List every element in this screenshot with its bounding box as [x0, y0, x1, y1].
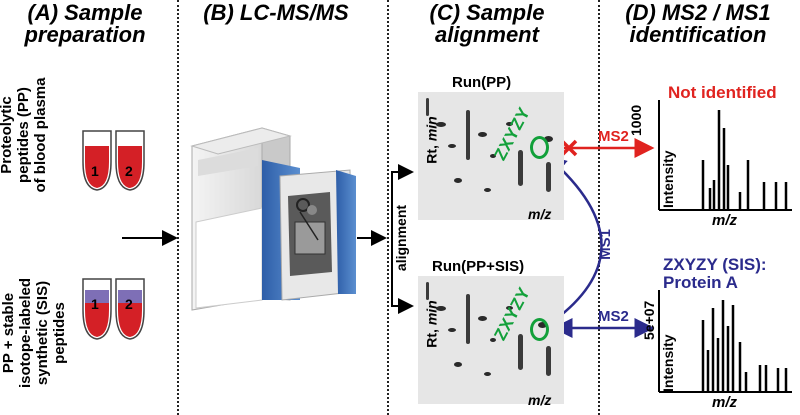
panel-a-title-line2: preparation: [24, 22, 146, 47]
panel-d-title: (D) MS2 / MS1 identification: [598, 2, 798, 46]
run-pp-rt-unit: min: [423, 116, 440, 142]
spectrum-top: [658, 100, 792, 211]
tube-pp-1: [82, 130, 112, 191]
spectrum-bottom: [658, 290, 792, 393]
panel-a-title-line1: (A) Sample: [27, 0, 143, 25]
tube-sis-1-number: 1: [91, 296, 99, 312]
run-pp-mz-text: m/z: [528, 206, 552, 222]
run-pp-sis-rt-unit: min: [423, 300, 440, 326]
top-intensity-label: Intensity: [660, 150, 676, 208]
sis-result-line2: Protein A: [663, 273, 738, 292]
ms2-top-label: MS2: [598, 128, 629, 145]
bottom-intensity-label: Intensity: [660, 334, 676, 392]
not-identified-label: Not identified: [668, 83, 777, 102]
divider-b-c: [387, 0, 389, 415]
alignment-label: alignment: [393, 204, 410, 272]
tube-pp-2-number: 2: [125, 163, 133, 179]
lcms-instrument-image: [190, 127, 356, 311]
panel-a-title: (A) Sample preparation: [0, 2, 170, 46]
run-pp-sis-mz-axis-label: m/z: [528, 392, 551, 408]
tube-pp-2: [115, 130, 145, 191]
panel-b-title: (B) LC-MS/MS: [186, 2, 366, 24]
panel-d-title-line1: (D) MS2 / MS1: [625, 0, 771, 25]
divider-a-b: [177, 0, 179, 415]
run-pp-sis-peptide-ring: [530, 318, 549, 341]
sis-result-label: ZXYZY (SIS): Protein A: [663, 256, 767, 292]
bottom-mz-label: m/z: [712, 394, 738, 411]
run-pp-rt-prefix: Rt,: [423, 141, 440, 164]
tube-sis-2-number: 2: [125, 296, 133, 312]
run-pp-label: Run(PP): [452, 74, 512, 91]
alignment-bracket: [391, 164, 414, 314]
panel-c-title-line1: (C) Sample: [429, 0, 545, 25]
panel-d-title-line2: identification: [629, 22, 767, 47]
run-pp-sis-rt-prefix: Rt,: [423, 325, 440, 348]
panel-c-title: (C) Sample alignment: [402, 2, 572, 46]
top-mz-label: m/z: [712, 212, 738, 229]
sis-result-line1: ZXYZY (SIS):: [663, 255, 767, 274]
run-pp-rt-axis-label: Rt, min: [424, 116, 440, 163]
tube-pp-1-number: 1: [91, 163, 99, 179]
tube-sis-1: [82, 278, 112, 340]
run-pp-sis-rt-axis-label: Rt, min: [424, 300, 440, 347]
ms1-label: MS1: [596, 229, 614, 260]
panel-b-title-text: (B) LC-MS/MS: [203, 0, 349, 25]
bottom-scale-label: 5e+07: [641, 300, 657, 340]
panel-c-title-line2: alignment: [435, 22, 539, 47]
run-pp-sis-mz-text: m/z: [528, 392, 552, 408]
run-pp-mz-axis-label: m/z: [528, 206, 551, 222]
run-pp-sis-label: Run(PP+SIS): [432, 258, 525, 275]
top-scale-label: 1000: [628, 104, 644, 136]
divider-c-d: [598, 0, 600, 415]
run-pp-peptide-ring: [530, 136, 549, 159]
ms2-red-arrow: [548, 138, 655, 158]
tube-sis-2: [115, 278, 145, 340]
ms2-bottom-label: MS2: [598, 308, 629, 325]
ms1-blue-curve: [546, 155, 603, 327]
